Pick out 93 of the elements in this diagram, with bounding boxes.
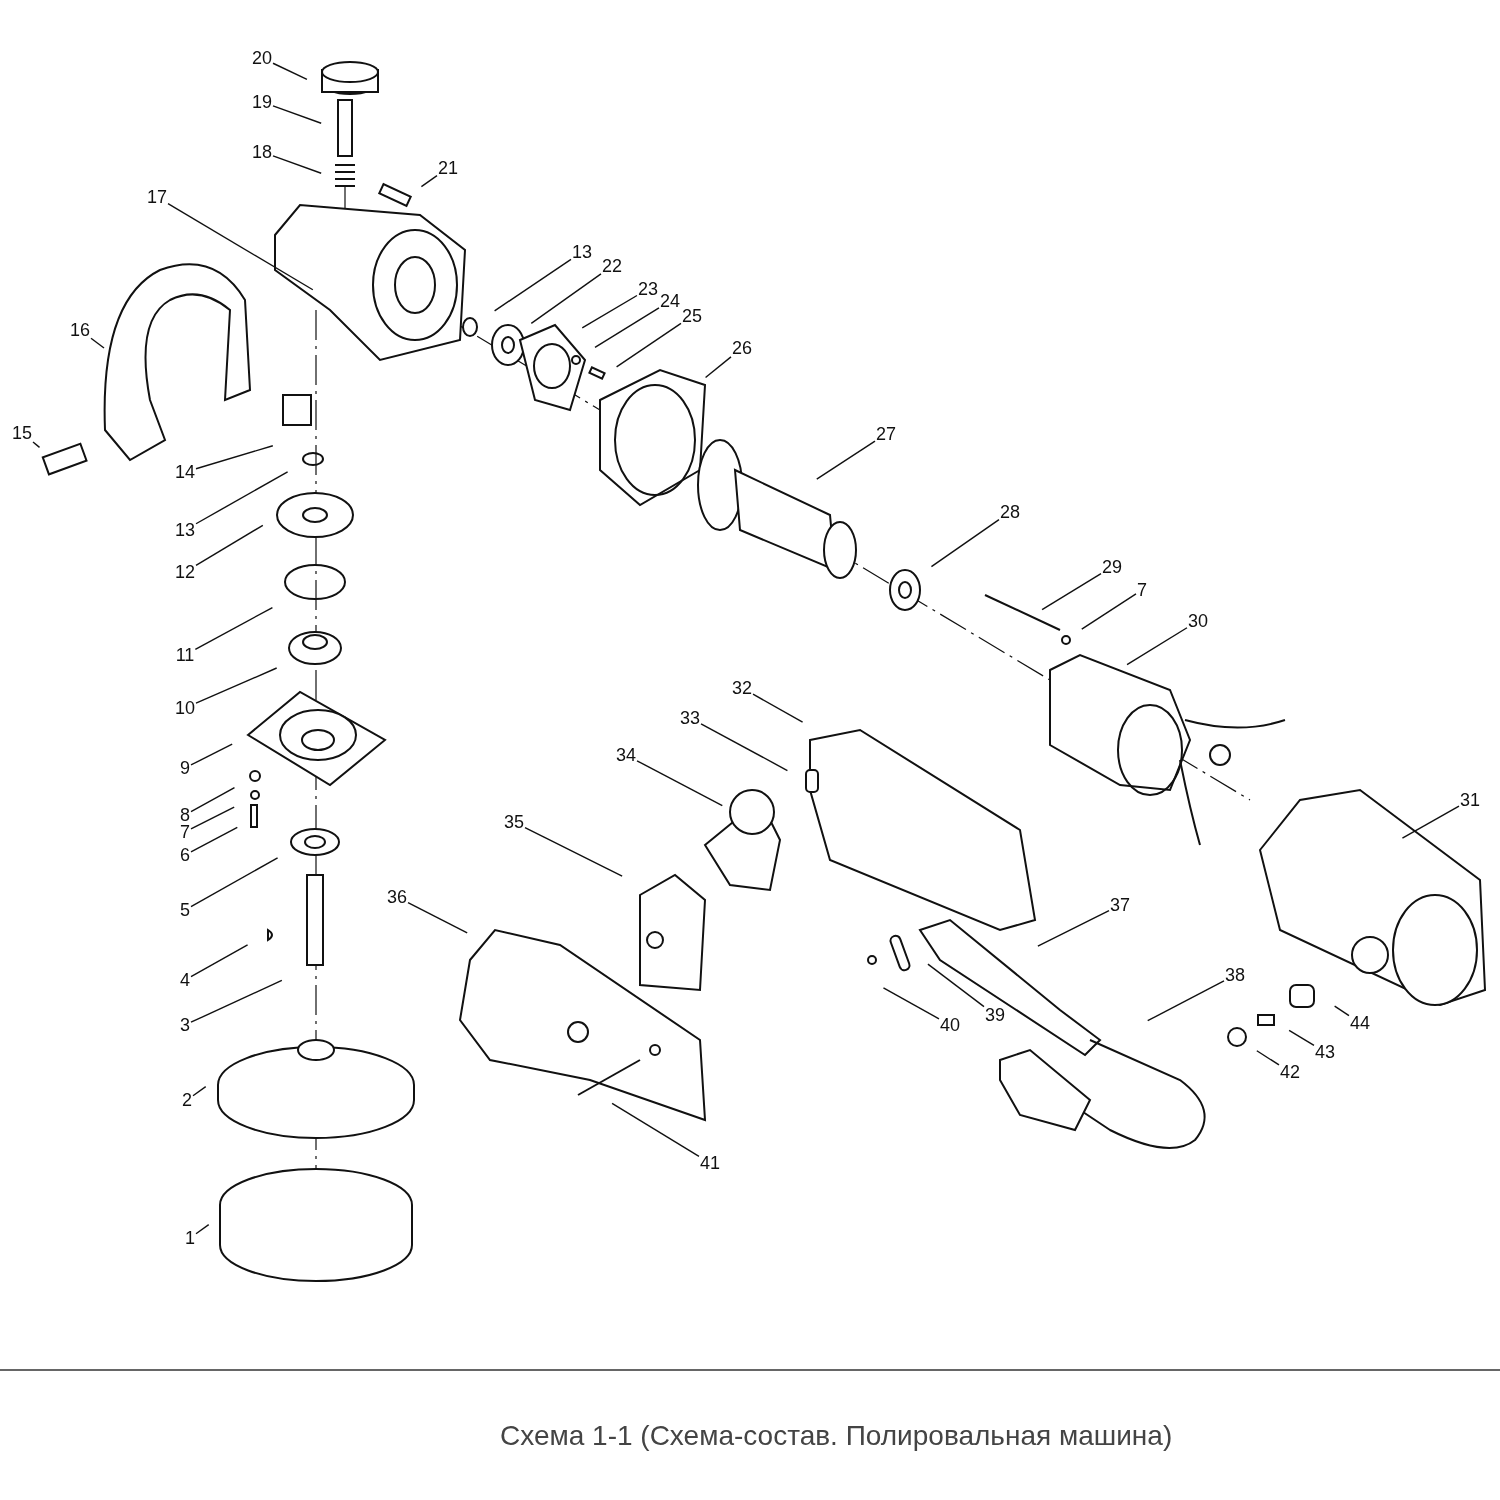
- leader-line: [1126, 627, 1188, 666]
- callout-number: 12: [175, 562, 195, 582]
- callout-number: 26: [732, 338, 752, 358]
- leader-line: [195, 471, 289, 525]
- leader-line: [420, 175, 438, 188]
- leader-line: [882, 987, 940, 1020]
- leader-line: [195, 1223, 210, 1235]
- leader-line: [190, 826, 238, 853]
- callout-number: 25: [682, 306, 702, 326]
- leader-line: [704, 356, 732, 379]
- leader-line: [272, 155, 322, 174]
- leader-line: [530, 273, 602, 325]
- leader-line: [752, 693, 804, 723]
- callout-number: 2: [182, 1090, 192, 1110]
- leader-line: [581, 294, 638, 329]
- leader-line: [636, 760, 723, 807]
- leader-line: [1401, 805, 1460, 839]
- leader-line: [194, 606, 274, 651]
- callout-number: 18: [252, 142, 272, 162]
- callout-number: 10: [175, 698, 195, 718]
- leader-line: [167, 202, 314, 291]
- callout-number: 15: [12, 423, 32, 443]
- callout-number: 22: [602, 256, 622, 276]
- leader-line: [190, 743, 233, 766]
- callout-number: 34: [616, 745, 636, 765]
- leader-line: [32, 441, 41, 449]
- leader-line: [195, 667, 278, 704]
- callout-number: 28: [1000, 502, 1020, 522]
- leader-line: [700, 723, 789, 772]
- callout-number: 19: [252, 92, 272, 112]
- leader-line: [1288, 1029, 1315, 1047]
- callout-number: 39: [985, 1005, 1005, 1025]
- leader-line: [190, 786, 236, 813]
- callout-number: 30: [1188, 611, 1208, 631]
- callout-number: 37: [1110, 895, 1130, 915]
- callout-number: 11: [175, 645, 195, 665]
- callout-number: 29: [1102, 557, 1122, 577]
- leader-line: [615, 322, 682, 368]
- callout-number: 40: [940, 1015, 960, 1035]
- callout-number: 4: [180, 970, 190, 990]
- callout-number: 36: [387, 887, 407, 907]
- leader-line: [1256, 1050, 1280, 1066]
- leader-line: [272, 105, 322, 124]
- callout-number: 35: [504, 812, 524, 832]
- callout-number: 21: [438, 158, 458, 178]
- leader-line: [190, 806, 235, 830]
- leader-line: [192, 1085, 207, 1097]
- callout-number: 44: [1350, 1013, 1370, 1033]
- leader-line: [195, 524, 264, 567]
- leader-line: [272, 62, 308, 81]
- leader-line: [190, 944, 249, 978]
- leader-line: [1147, 980, 1225, 1022]
- figure-caption: Схема 1-1 (Схема-состав. Полировальная машина): [500, 1420, 1173, 1452]
- callout-number: 13: [572, 242, 592, 262]
- callout-number: 7: [1137, 580, 1147, 600]
- leader-line: [190, 857, 279, 908]
- callout-number: 6: [180, 845, 190, 865]
- callout-number: 1: [185, 1228, 195, 1248]
- leader-line: [90, 337, 105, 349]
- callout-number: 42: [1280, 1062, 1300, 1082]
- callout-number: 3: [180, 1015, 190, 1035]
- callout-number: 13: [175, 520, 195, 540]
- leader-line: [195, 445, 274, 470]
- callout-number: 16: [70, 320, 90, 340]
- leader-line: [611, 1102, 700, 1157]
- leader-line: [524, 826, 623, 877]
- leader-line: [1333, 1005, 1350, 1017]
- leader-line: [594, 307, 660, 349]
- callout-number: 20: [252, 48, 272, 68]
- callout-number: 14: [175, 462, 195, 482]
- leader-line: [1037, 909, 1110, 947]
- callout-number: 31: [1460, 790, 1480, 810]
- leader-line: [407, 901, 468, 934]
- leader-line: [927, 963, 985, 1008]
- leader-line: [493, 258, 572, 312]
- callout-number: 24: [660, 291, 680, 311]
- callout-number: 38: [1225, 965, 1245, 985]
- leader-line: [816, 440, 876, 480]
- callout-number: 32: [732, 678, 752, 698]
- callout-number: 7: [180, 822, 190, 842]
- leader-line: [1081, 593, 1137, 630]
- callout-number: 9: [180, 758, 190, 778]
- callout-number: 27: [876, 424, 896, 444]
- leader-line: [930, 518, 1000, 568]
- leader-line: [190, 979, 283, 1023]
- callout-number: 41: [700, 1153, 720, 1173]
- leader-line: [1041, 573, 1102, 611]
- callout-number: 43: [1315, 1042, 1335, 1062]
- callout-number: 17: [147, 187, 167, 207]
- callout-number: 8: [180, 805, 190, 825]
- callout-number: 33: [680, 708, 700, 728]
- callout-number: 23: [638, 279, 658, 299]
- callout-number: 5: [180, 900, 190, 920]
